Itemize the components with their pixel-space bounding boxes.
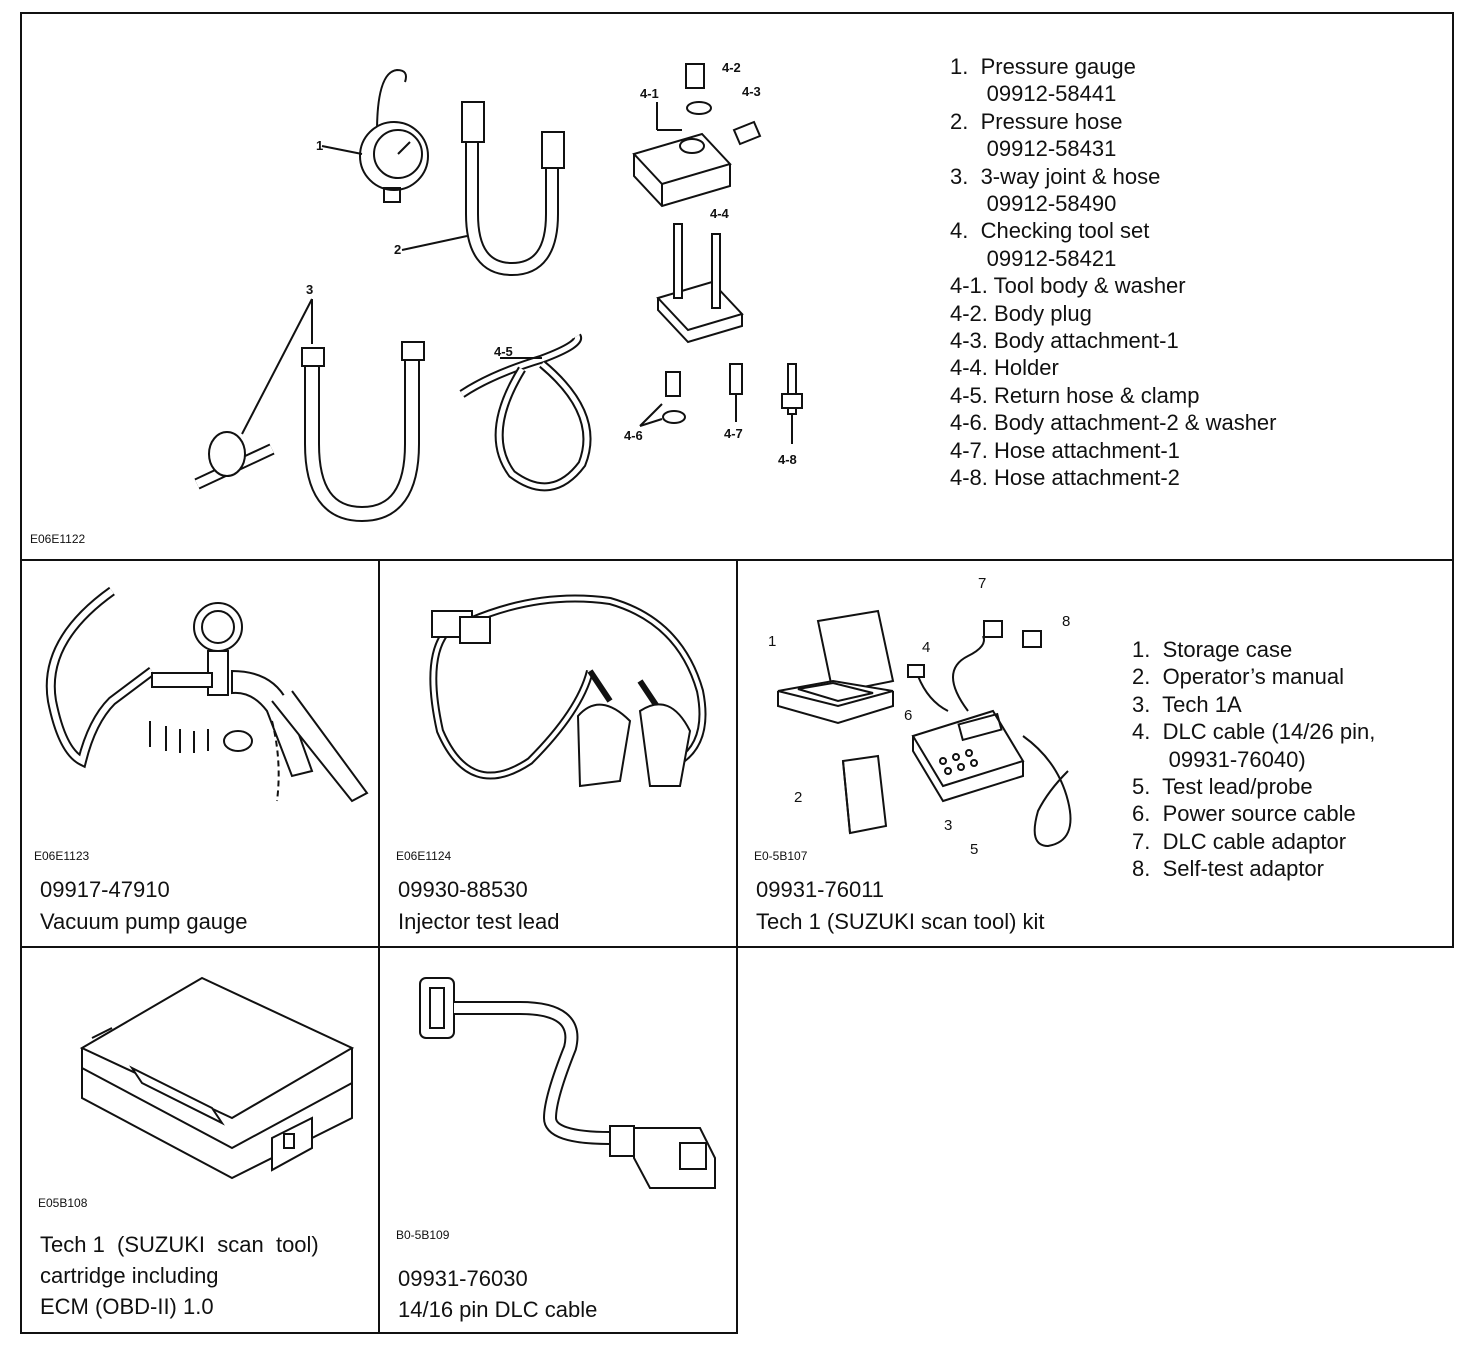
callout-4: 4 [922,639,931,656]
legend-line: 7. DLC cable adaptor [1132,828,1347,854]
callout-2: 2 [794,789,803,806]
cartridge-line-2: cartridge including [40,1263,219,1288]
top-legend: 1. Pressure gauge 09912-58441 2. Pressur… [950,53,1277,492]
legend-line: 4-8. Hose attachment-2 [950,465,1180,491]
legend-line: 09912-58490 [950,191,1117,217]
injector-lead-panel: E06E1124 09930-88530 Injector test lead [378,559,738,948]
callout-3: 3 [306,282,314,297]
figure-code: B0-5B109 [396,1228,450,1242]
tech1-kit-illustration [738,561,1118,861]
part-name: 14/16 pin DLC cable [398,1297,598,1322]
tech1-legend: 1. Storage case 2. Operator’s manual 3. … [1132,636,1375,883]
top-panel: 1 2 3 4-1 4-2 4-3 4-4 4-5 4-6 4-7 4-8 1.… [20,12,1454,561]
part-number: 09931-76011 [756,877,885,902]
legend-line: 4-1. Tool body & washer [950,273,1186,299]
callout-4-3: 4-3 [742,84,761,99]
callout-4-7: 4-7 [724,426,743,441]
legend-line: 1. Storage case [1132,637,1293,662]
figure-code: E06E1124 [396,849,452,863]
legend-line: 4-7. Hose attachment-1 [950,437,1180,463]
dlc-cable-illustration [380,948,736,1218]
callout-6: 6 [904,707,913,724]
callout-4-6: 4-6 [624,428,643,443]
legend-line: 2. Pressure hose [950,108,1123,134]
cartridge-illustration [22,948,378,1188]
callout-5: 5 [970,841,979,858]
callout-2: 2 [394,242,402,257]
callout-8: 8 [1062,613,1071,630]
legend-line: 09931-76040) [1132,746,1306,772]
cartridge-line-1: Tech 1 (SUZUKI scan tool) [40,1232,319,1257]
legend-line: 4-5. Return hose & clamp [950,382,1200,408]
callout-1: 1 [768,633,777,650]
cartridge-panel: E05B108 Tech 1 (SUZUKI scan tool) cartri… [20,946,380,1334]
callout-3: 3 [944,817,953,834]
callout-4-4: 4-4 [710,206,729,221]
legend-line: 09912-58421 [950,245,1117,271]
legend-line: 09912-58441 [950,81,1117,107]
dlc-cable-panel: B0-5B109 09931-76030 14/16 pin DLC cable [378,946,738,1334]
part-number: 09931-76030 [398,1266,528,1291]
legend-line: 3. Tech 1A [1132,691,1242,717]
figure-code: E06E1122 [30,532,86,546]
legend-line: 1. Pressure gauge [950,54,1136,79]
legend-line: 4-6. Body attachment-2 & washer [950,410,1277,436]
legend-line: 4. Checking tool set [950,218,1150,244]
figure-code: E05B108 [38,1196,88,1210]
figure-code: E0-5B107 [754,849,808,863]
fuel-pressure-tools-illustration [22,14,922,534]
callout-4-2: 4-2 [722,60,741,75]
legend-line: 4. DLC cable (14/26 pin, [1132,719,1376,745]
callout-4-8: 4-8 [778,452,797,467]
legend-line: 3. 3-way joint & hose [950,163,1161,189]
vacuum-pump-panel: E06E1123 09917-47910 Vacuum pump gauge [20,559,380,948]
legend-line: 4-4. Holder [950,355,1059,381]
part-number: 09917-47910 [40,877,170,902]
legend-line: 6. Power source cable [1132,801,1356,827]
legend-line: 8. Self-test adaptor [1132,856,1324,882]
part-name: Vacuum pump gauge [40,909,248,934]
callout-4-1: 4-1 [640,86,659,101]
injector-lead-illustration [380,561,736,831]
callout-7: 7 [978,575,987,592]
vacuum-pump-illustration [22,561,378,831]
part-number: 09930-88530 [398,877,528,902]
legend-line: 09912-58431 [950,136,1117,162]
tech1-kit-panel: 1 2 3 4 5 6 7 8 1. Storage case 2. Opera… [736,559,1454,948]
legend-line: 5. Test lead/probe [1132,774,1313,800]
part-name: Injector test lead [398,909,560,934]
legend-line: 2. Operator’s manual [1132,664,1344,690]
part-name: Tech 1 (SUZUKI scan tool) kit [756,909,1045,934]
figure-code: E06E1123 [34,849,90,863]
legend-line: 4-2. Body plug [950,300,1092,326]
callout-4-5: 4-5 [494,344,513,359]
legend-line: 4-3. Body attachment-1 [950,328,1179,354]
cartridge-line-3: ECM (OBD-II) 1.0 [40,1294,214,1319]
callout-1: 1 [316,138,324,153]
